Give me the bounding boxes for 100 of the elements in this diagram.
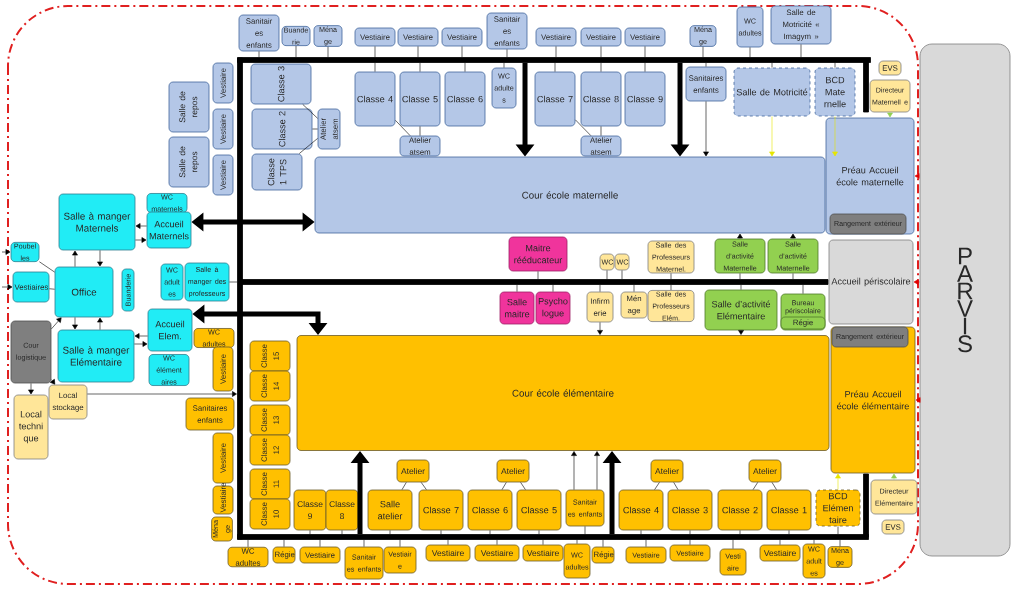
connector-line <box>834 62 836 68</box>
room-box: Salle de repos <box>168 81 210 133</box>
connector-line <box>670 273 672 280</box>
room-box: Vestiaire <box>759 544 801 562</box>
connector-line <box>771 62 773 68</box>
connector-line <box>576 539 578 544</box>
connector-line <box>312 128 318 130</box>
connector-line <box>542 539 544 545</box>
room-box: Classe 5 <box>399 71 441 127</box>
connector-line <box>516 284 518 292</box>
connector-line <box>584 526 586 535</box>
room-box: Classe 6 <box>467 489 513 531</box>
room-box: Office <box>54 266 114 318</box>
connector-line <box>839 539 841 547</box>
connector-line <box>39 261 55 273</box>
arrow <box>28 383 34 395</box>
connector-line <box>327 46 329 58</box>
arrow <box>1 284 13 290</box>
arrow <box>134 341 148 347</box>
connector-line <box>341 530 343 535</box>
connector-line <box>645 539 647 547</box>
connector-line <box>640 530 642 535</box>
room-box: Classe 1 TPS <box>251 153 303 191</box>
connector-line <box>644 46 646 58</box>
connector-line <box>575 119 592 136</box>
connector-line <box>302 104 318 119</box>
arrow <box>571 451 577 490</box>
connector-line <box>464 62 466 72</box>
room-box: Classe 3 <box>667 489 713 531</box>
connector-line <box>496 539 498 545</box>
arrow <box>790 233 796 239</box>
connector-line <box>739 530 741 535</box>
arrow <box>915 397 921 403</box>
connector-line <box>633 284 635 292</box>
connector-line <box>670 284 672 291</box>
connector-line <box>401 482 407 490</box>
connector-line <box>461 46 463 58</box>
connector-line <box>689 530 691 535</box>
arrow <box>594 451 600 490</box>
room-box: Classe 9 <box>293 489 327 531</box>
connector-line <box>538 530 540 535</box>
connector-line <box>395 120 411 136</box>
room-box: Salle à manger Maternels <box>58 193 136 251</box>
arrow <box>913 279 920 285</box>
connector-line <box>363 539 365 547</box>
room-box: Classe 7 <box>534 71 576 127</box>
room-box: Vestiaire <box>522 544 564 562</box>
connector-line <box>283 539 285 547</box>
connector-line <box>600 46 602 58</box>
connector-line <box>554 62 556 72</box>
connector-line <box>644 62 646 72</box>
connector-line <box>420 482 427 490</box>
room-box: Maitre rééducateur <box>508 236 568 272</box>
arrow <box>51 317 62 330</box>
connector-line <box>319 539 321 547</box>
corridor-bar <box>863 473 869 538</box>
room-box: Classe 7 <box>418 489 464 531</box>
room-box: BCD Mate rnelle <box>814 67 856 117</box>
connector-line <box>802 284 804 294</box>
connector-line <box>295 45 297 58</box>
connector-line <box>489 530 491 535</box>
room-box: Atelier <box>396 459 430 483</box>
room-box: Atelier <box>748 459 782 483</box>
connector-line <box>552 284 554 292</box>
room-box: Classe 4 <box>618 489 664 531</box>
forecourt-area: P A R V I S <box>919 43 1011 557</box>
connector-line <box>309 530 311 535</box>
connector-line <box>702 46 704 58</box>
room-box: Classe 9 <box>624 71 666 127</box>
connector-line <box>749 47 751 58</box>
room-box: Atelier <box>496 459 530 483</box>
arrow <box>769 116 775 157</box>
room-box: Classe 6 <box>444 71 486 127</box>
room-box: Classe 3 <box>250 63 312 105</box>
connector-line <box>837 526 839 535</box>
connector-line <box>374 46 376 58</box>
room-box: Accueil Elem. <box>147 308 193 352</box>
connector-line <box>739 273 741 280</box>
arrow <box>914 173 920 179</box>
room-box: Classe 2 <box>717 489 763 531</box>
connector-line <box>440 530 442 535</box>
connector-line <box>732 539 734 549</box>
arrow <box>832 116 838 157</box>
connector-line <box>813 539 815 544</box>
area-box: Cour école élémentaire <box>296 335 830 451</box>
room-box: Psycho logue <box>535 291 571 325</box>
arrow <box>97 317 103 330</box>
connector-line <box>258 51 260 58</box>
connector-line <box>537 271 539 280</box>
connector-line <box>800 44 802 58</box>
connector-line <box>374 62 376 72</box>
arrow <box>703 101 709 157</box>
connector-line <box>419 62 421 72</box>
connector-line <box>389 530 391 535</box>
arrow <box>87 391 237 397</box>
room-box: Classe 5 <box>516 489 562 531</box>
area-box: Accueil périscolaire <box>828 239 914 325</box>
room-box: Salle atelier <box>367 489 413 531</box>
room-box: Classe 1 <box>766 489 812 531</box>
connector-line <box>399 539 401 547</box>
